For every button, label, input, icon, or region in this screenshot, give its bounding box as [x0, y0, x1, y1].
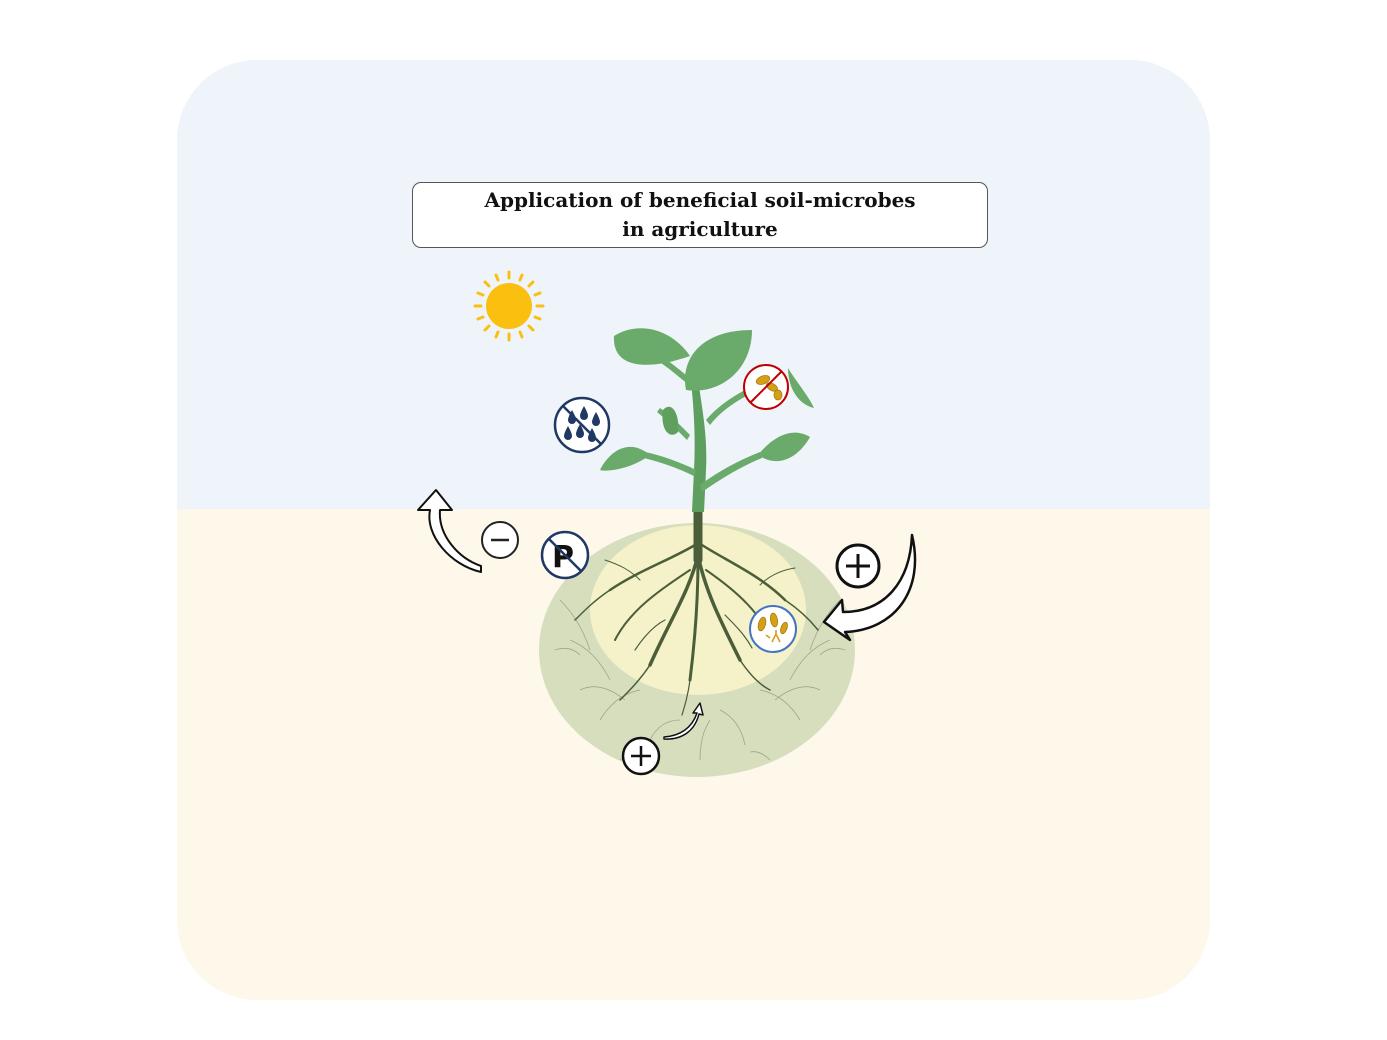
plus-icon — [835, 543, 881, 589]
plant-roots — [574, 505, 819, 716]
inward-arrow — [822, 533, 917, 642]
leaf — [788, 368, 814, 408]
plant-shoot — [600, 328, 814, 512]
no-pathogen-icon — [743, 364, 789, 410]
plus-icon — [621, 736, 661, 776]
minus-icon — [481, 521, 519, 559]
growth-arrow — [663, 702, 704, 740]
microbes-icon — [749, 605, 797, 653]
sky-background — [177, 60, 1210, 509]
phosphorus-icon: P — [540, 530, 590, 580]
outward-arrow — [417, 489, 482, 573]
fine-roots — [554, 599, 846, 761]
leaf — [600, 446, 650, 471]
sun-icon — [473, 270, 545, 342]
no-drought-icon — [553, 396, 611, 454]
leaf — [758, 432, 810, 462]
leaf — [684, 330, 752, 391]
title-line-2: in agriculture — [622, 217, 778, 241]
title-box: Application of beneficial soil-microbes … — [412, 182, 988, 248]
leaf — [613, 328, 690, 365]
title-line-1: Application of beneficial soil-microbes — [484, 188, 916, 212]
leaf — [662, 406, 679, 435]
